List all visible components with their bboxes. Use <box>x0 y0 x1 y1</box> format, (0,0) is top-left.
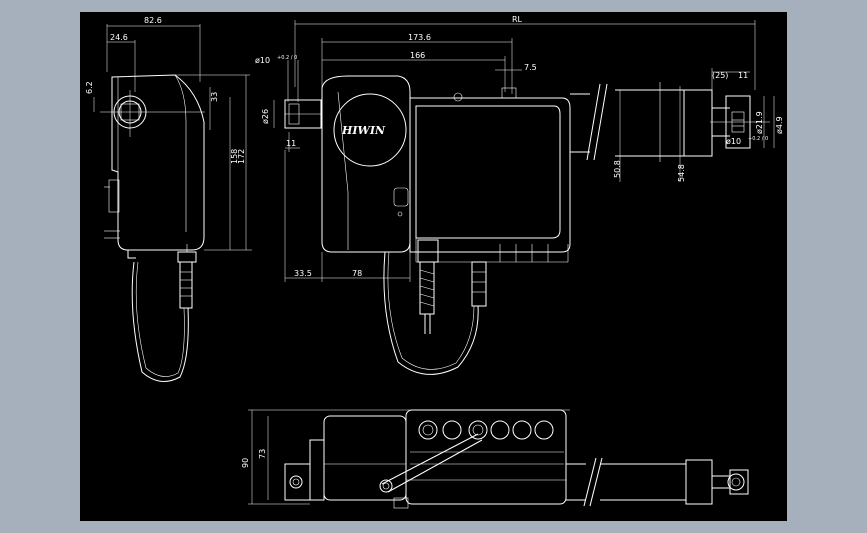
dim-side-small-1: 6.2 <box>85 81 94 94</box>
dim-length-2: 166 <box>410 51 425 60</box>
plan-view: 90 73 <box>241 409 749 509</box>
plan-rod <box>685 459 713 505</box>
dim-rod-dia-1: 50.8 <box>613 160 622 178</box>
dim-end-dia-1: ø21.9 <box>755 111 764 134</box>
dim-end-hole-tol: +0.2 / 0 <box>748 136 768 142</box>
front-view: RL 173.6 166 7.5 ø10 +0.2 / 0 <box>255 15 784 375</box>
dim-offset-1: 7.5 <box>524 63 537 72</box>
side-cable-gland <box>179 261 193 309</box>
dim-end-dia-2: ø4.9 <box>775 116 784 134</box>
dim-side-height-1: 158 <box>230 149 239 164</box>
dim-plan-height-2: 73 <box>258 449 267 459</box>
dim-end-small: 11 <box>738 71 748 80</box>
plan-motor <box>323 415 407 501</box>
dim-front-small: 11 <box>286 139 296 148</box>
connector-right <box>471 261 487 307</box>
brand-logo: HIWIN <box>341 124 386 137</box>
dim-end-hole: ø10 <box>726 137 741 146</box>
connector-left <box>417 239 439 263</box>
plan-gearbox <box>405 409 567 505</box>
dim-side-small-2: 33 <box>210 92 219 102</box>
motor-housing <box>321 75 411 253</box>
dim-side-height-2: 172 <box>237 149 246 164</box>
cad-drawing: 82.6 24.6 <box>85 15 784 509</box>
dim-front-dia: ø26 <box>261 109 270 124</box>
dim-plan-height-1: 90 <box>241 458 250 468</box>
logo-disc <box>333 93 407 167</box>
dim-total-length: RL <box>512 15 523 24</box>
dim-bottom-1: 33.5 <box>294 269 312 278</box>
dim-bottom-2: 78 <box>352 269 362 278</box>
dim-length-1: 173.6 <box>408 33 431 42</box>
dim-rod-dia-2: 54.8 <box>677 164 686 182</box>
actuator-rod <box>683 89 713 157</box>
dim-hole-tol: +0.2 / 0 <box>277 55 297 61</box>
gearbox-body <box>409 97 571 253</box>
dim-hole-dia: ø10 <box>255 56 270 65</box>
dim-side-width: 82.6 <box>144 16 162 25</box>
drawing-sheet: 82.6 24.6 <box>80 12 787 521</box>
dim-end-length: (25) <box>712 71 728 80</box>
side-view: 82.6 24.6 <box>85 16 252 382</box>
dim-side-offset: 24.6 <box>110 33 128 42</box>
